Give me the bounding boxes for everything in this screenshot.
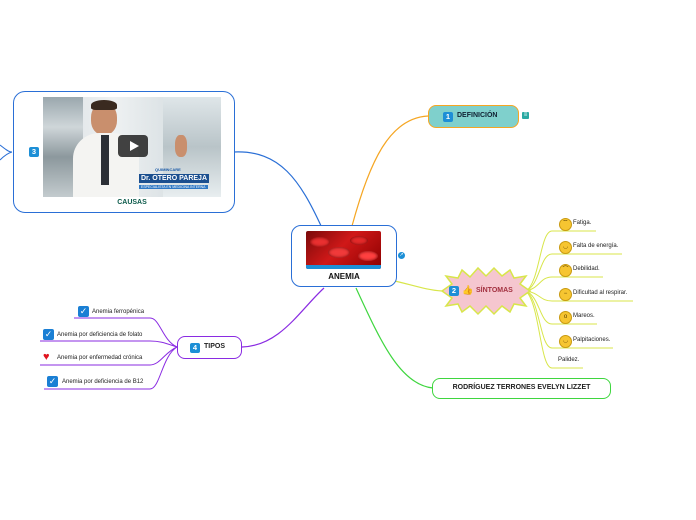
astonished-face-icon: o <box>559 311 572 324</box>
checkbox-icon: ✓ <box>47 376 58 387</box>
causas-label: CAUSAS <box>117 199 147 206</box>
sintoma-item: Mareos. <box>573 313 595 319</box>
causas-node[interactable]: QUIMINCARE Dr. OTERO PAREJA ESPECIALISTA… <box>13 91 235 213</box>
checkbox-icon: ✓ <box>43 329 54 340</box>
link-icon[interactable]: ↗ <box>398 252 405 259</box>
neutral-face-icon: − <box>559 288 572 301</box>
weary-face-icon: ⌒ <box>559 264 572 277</box>
sintomas-number: 2 <box>449 286 459 296</box>
checkbox-icon: ✓ <box>78 306 89 317</box>
tipo-item: Anemia por deficiencia de B12 <box>62 379 144 385</box>
autor-node[interactable]: RODRÍGUEZ TERRONES EVELYN LIZZET <box>432 378 611 399</box>
connector-causas <box>233 151 323 229</box>
central-title: ANEMIA <box>328 272 360 281</box>
connector-sintomas-3 <box>525 276 603 292</box>
play-button[interactable] <box>118 135 148 157</box>
video-doctor-name: Dr. OTERO PAREJA <box>139 174 209 183</box>
tipo-item: Anemia por deficiencia de folato <box>57 332 143 338</box>
connector-sintomas-6 <box>525 290 613 349</box>
causas-number: 3 <box>29 147 39 157</box>
connector-sintomas-5 <box>525 290 597 325</box>
connector-sintomas-1 <box>525 230 596 292</box>
connector-causas-left <box>0 144 13 153</box>
definicion-label: DEFINICIÓN <box>457 112 498 119</box>
video-brand: QUIMINCARE <box>155 167 181 172</box>
tipos-label: TIPOS <box>204 343 226 350</box>
video-subtitle: ESPECIALISTA EN MEDICINA INTERNA <box>139 185 208 189</box>
sintoma-item: Palpitaciones. <box>573 337 611 343</box>
tipo-item: Anemia por enfermedad crónica <box>57 355 143 361</box>
heart-icon: ♥ <box>43 351 50 363</box>
connector-definicion <box>351 115 429 227</box>
definicion-number: 1 <box>443 111 453 122</box>
connector-tipos-3 <box>40 346 178 366</box>
central-node[interactable]: ANEMIA <box>291 225 397 287</box>
connector-sintomas-2 <box>525 253 622 292</box>
sintoma-item: Palidez. <box>558 357 580 363</box>
connector-autor <box>355 287 434 389</box>
notes-icon[interactable]: ≡ <box>522 112 529 119</box>
tired-face-icon: ˘˘ <box>559 218 572 231</box>
sintomas-star[interactable] <box>440 266 532 316</box>
definicion-node[interactable]: 1 DEFINICIÓN <box>428 105 519 128</box>
sintoma-item: Debilidad. <box>573 266 600 272</box>
connector-tipos-4 <box>44 346 178 390</box>
autor-label: RODRÍGUEZ TERRONES EVELYN LIZZET <box>452 384 591 391</box>
connector-tipos-1 <box>74 317 178 348</box>
sintoma-item: Dificultad al respirar. <box>573 290 628 296</box>
connector-tipos <box>241 287 325 348</box>
tipos-number: 4 <box>190 342 200 353</box>
connector-tipos-2 <box>40 340 178 348</box>
connector-sintomas-7 <box>525 290 583 369</box>
tipos-node[interactable]: 4 TIPOS <box>177 336 242 359</box>
blood-cells-image <box>306 231 381 269</box>
tipo-item: Anemia ferropénica <box>92 309 145 315</box>
connector-sintomas <box>389 279 443 292</box>
sintomas-label: SÍNTOMAS <box>476 287 513 294</box>
grinning-face-icon: ◡ <box>559 335 572 348</box>
sintoma-item: Fatiga. <box>573 220 592 226</box>
thumbs-up-icon: 👍 <box>462 285 474 295</box>
sintoma-item: Falta de energía. <box>573 243 619 249</box>
sweat-face-icon: ◡ <box>559 241 572 254</box>
causas-video-thumbnail[interactable]: QUIMINCARE Dr. OTERO PAREJA ESPECIALISTA… <box>43 97 221 197</box>
connector-causas-left-2 <box>0 151 13 161</box>
play-icon <box>130 141 139 151</box>
